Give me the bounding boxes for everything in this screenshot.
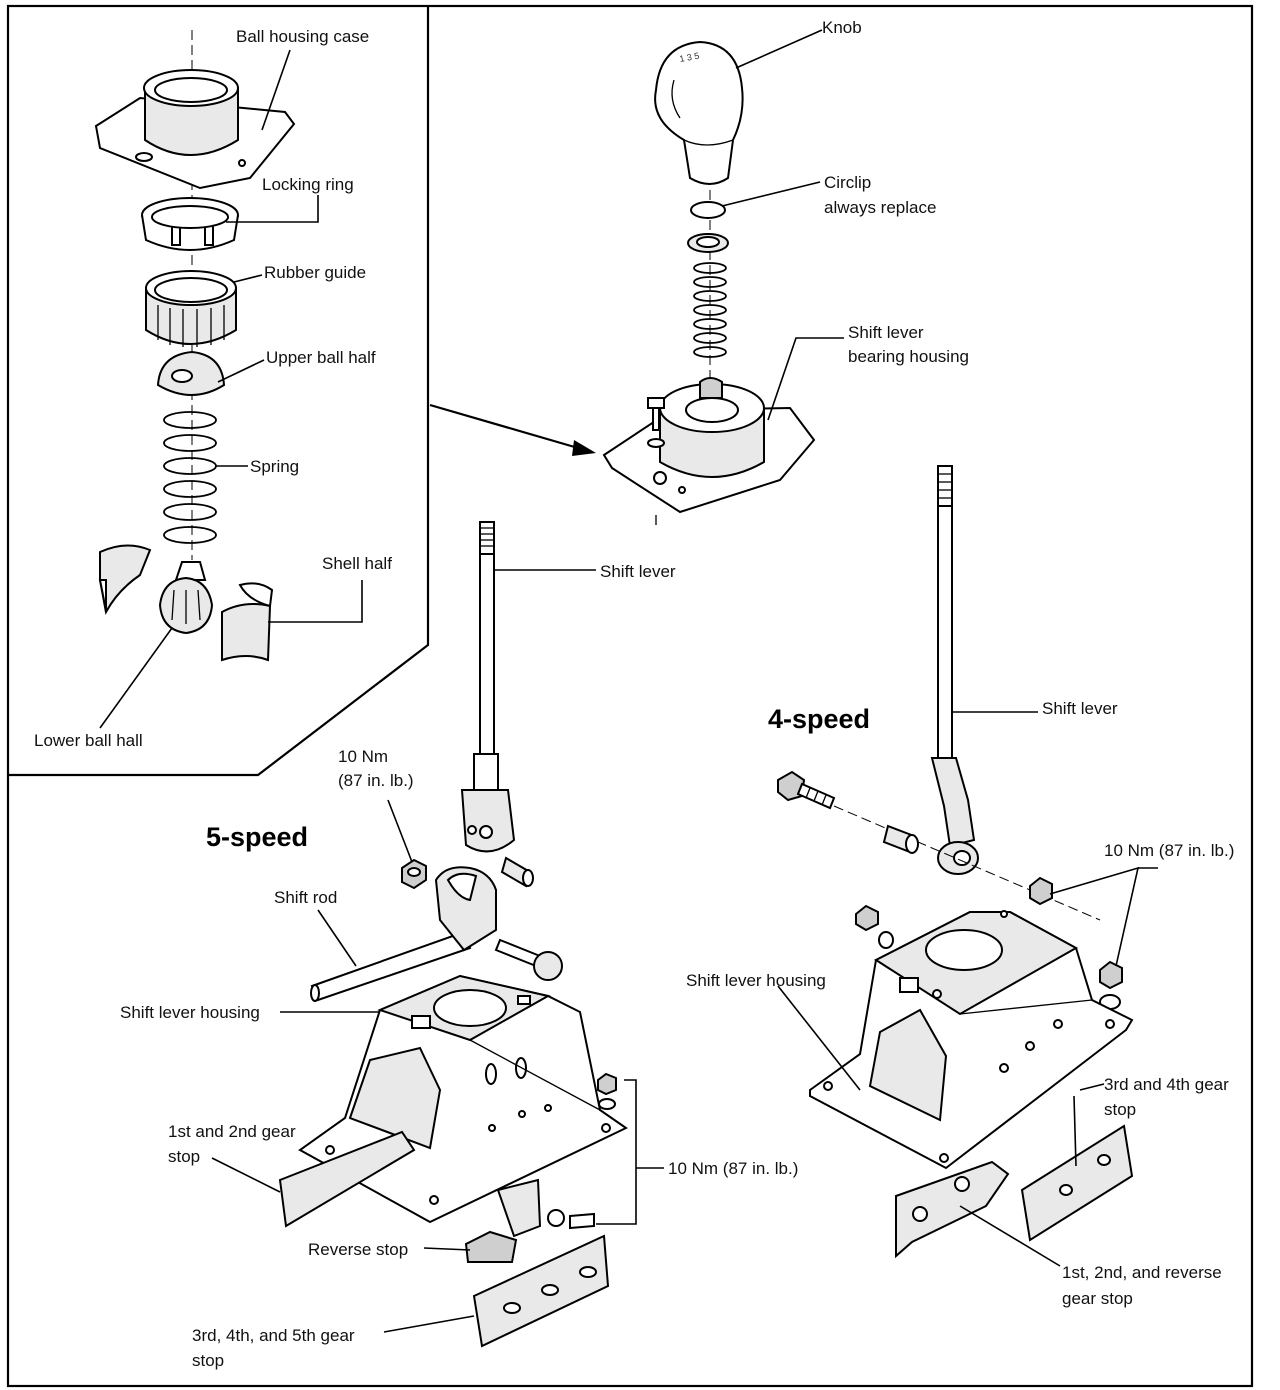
five-speed-bolt <box>494 938 563 981</box>
label-locking-ring: Locking ring <box>262 175 354 194</box>
label-upper-ball-half: Upper ball half <box>266 348 376 367</box>
small-screw <box>647 397 665 448</box>
five-speed-shift-rod <box>310 866 497 1002</box>
ball-housing-case <box>94 69 296 190</box>
label-bearing-housing-1: Shift lever <box>848 323 924 342</box>
lower-ball-half <box>158 561 214 635</box>
shift-lever-bearing-housing <box>602 377 816 514</box>
inset-boundary <box>8 6 430 777</box>
four-speed-small-nut <box>855 904 894 949</box>
upper-ball-half <box>156 350 226 396</box>
label-circlip: Circlip <box>824 173 871 192</box>
svg-text:1 3 5: 1 3 5 <box>679 51 700 64</box>
label-shell-half: Shell half <box>322 554 392 573</box>
four-speed-sleeve <box>882 824 919 854</box>
outer-frame <box>6 4 1254 1388</box>
label-5s-gear-stop-345-1: 3rd, 4th, and 5th gear <box>192 1326 355 1345</box>
label-circlip-note: always replace <box>824 198 936 217</box>
five-speed-assembly <box>211 521 664 1348</box>
label-ball-housing-case: Ball housing case <box>236 27 369 46</box>
four-speed-gear-stop-12r <box>895 1160 1010 1259</box>
label-5s-gear-stop-12-1: 1st and 2nd gear <box>168 1122 296 1141</box>
label-lower-ball-half: Lower ball hall <box>34 731 143 750</box>
five-speed-nut-stack <box>597 1072 617 1110</box>
top-assembly: 1 3 5 <box>602 29 844 525</box>
shell-half-left <box>98 544 152 615</box>
label-5s-shift-lever: Shift lever <box>600 562 676 581</box>
label-5s-shift-rod: Shift rod <box>274 888 337 907</box>
circlip <box>687 201 729 253</box>
label-4s-gear-stop-34-2: stop <box>1104 1100 1136 1119</box>
label-4s-gear-stop-34-1: 3rd and 4th gear <box>1104 1075 1229 1094</box>
top-spring <box>693 262 727 358</box>
five-speed-nut <box>401 858 427 890</box>
label-5s-torque-right: 10 Nm (87 in. lb.) <box>668 1159 798 1178</box>
four-speed-shift-lever <box>930 465 979 875</box>
locking-ring <box>141 197 239 251</box>
five-speed-gear-stop-12 <box>278 1130 416 1228</box>
shell-half-right <box>221 582 274 662</box>
four-speed-assembly <box>777 465 1158 1267</box>
rubber-guide <box>145 270 237 347</box>
four-speed-shift-lever-housing <box>809 910 1134 1170</box>
four-speed-gear-stop-34 <box>1020 1124 1134 1242</box>
label-5s-gear-stop-345-2: stop <box>192 1351 224 1370</box>
title-4-speed: 4-speed <box>768 704 870 734</box>
label-spring: Spring <box>250 457 299 476</box>
label-5s-gear-stop-12-2: stop <box>168 1147 200 1166</box>
four-speed-bolt <box>777 770 836 810</box>
label-5s-torque-1: 10 Nm <box>338 747 388 766</box>
label-4s-gear-stop-12r-1: 1st, 2nd, and reverse <box>1062 1263 1222 1282</box>
five-speed-gear-stop-345 <box>472 1234 610 1348</box>
four-speed-nuts <box>1029 876 1123 1010</box>
label-knob: Knob <box>822 18 862 37</box>
knob: 1 3 5 <box>654 40 744 185</box>
spring <box>163 411 217 544</box>
label-4s-shift-lever-housing: Shift lever housing <box>686 971 826 990</box>
label-5s-reverse-stop: Reverse stop <box>308 1240 408 1259</box>
label-5s-shift-lever-housing: Shift lever housing <box>120 1003 260 1022</box>
label-rubber-guide: Rubber guide <box>264 263 366 282</box>
five-speed-shift-lever <box>460 521 516 853</box>
five-speed-reverse-stop <box>464 1178 595 1263</box>
label-4s-gear-stop-12r-2: gear stop <box>1062 1289 1133 1308</box>
label-5s-torque-2: (87 in. lb.) <box>338 771 414 790</box>
label-bearing-housing-2: bearing housing <box>848 347 969 366</box>
callout-arrow <box>429 403 596 456</box>
inset-parts <box>94 30 363 729</box>
title-5-speed: 5-speed <box>206 822 308 852</box>
five-speed-pin <box>500 856 534 888</box>
label-4s-shift-lever: Shift lever <box>1042 699 1118 718</box>
label-4s-torque: 10 Nm (87 in. lb.) <box>1104 841 1234 860</box>
